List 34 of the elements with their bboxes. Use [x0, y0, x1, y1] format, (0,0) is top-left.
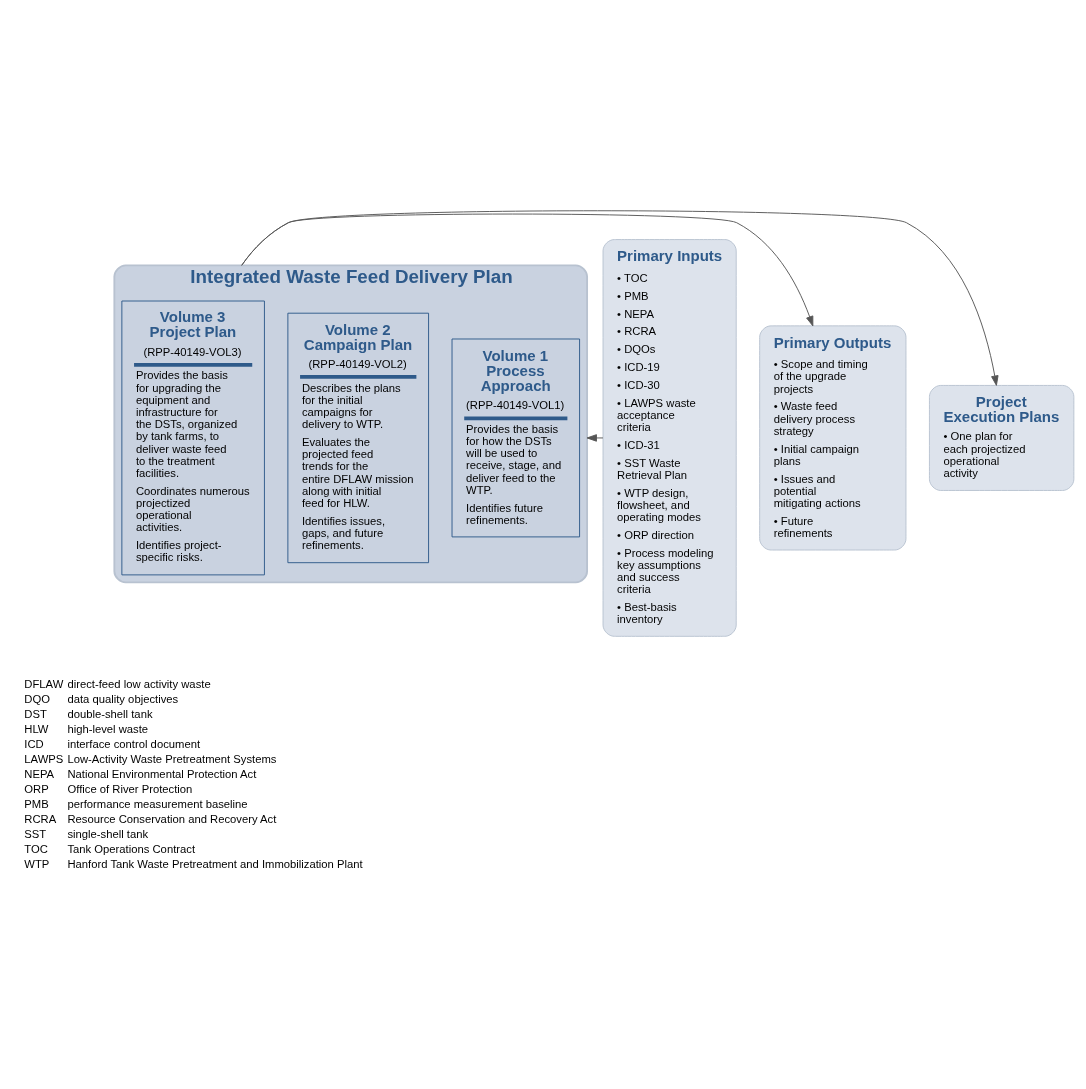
label: ORP [24, 782, 49, 795]
label: TOC [24, 842, 48, 855]
label: RCRA [24, 812, 57, 825]
label: single-shell tank [67, 827, 149, 840]
node-box: Volume 3 Project Plan (RPP-40149-VOL3) Provides the basis for upgrading the equipment and infrastructure for the DSTs, organized by tank farms, to deliver waste feed to the treatment facilities. Coordinates numerous projectized operational activities. Identifies project-specific risks. [121, 300, 265, 575]
node-box: Primary Inputs • TOC • PMB • NEPA • RCRA • DQOs • ICD-19 • ICD-30 • LAWPS waste acceptance criteria • ICD-31 • SST Waste Retrieval Plan • WTP design, flowsheet, and operating modes • ORP direction • Process modeling key assumptions and success criteria • Best-basis inventory [602, 238, 737, 637]
label: SST [24, 827, 47, 840]
label: direct-feed low activity waste [67, 677, 211, 690]
label: Tank Operations Contract [67, 842, 196, 855]
arrow [241, 209, 999, 386]
label: National Environmental Protection Act [67, 767, 257, 780]
node-box: Volume 2 Campaign Plan (RPP-40149-VOL2) Describes the plans for the initial campaigns for delivery to WTP. Evaluates the projected feed trends for the entire DFLAW mission along with initial feed for HLW. Identifies issues, gaps, and future refinements. [287, 312, 430, 563]
label: interface control document [67, 737, 201, 750]
label: Low-Activity Waste Pretreatment Systems [67, 752, 277, 765]
label: DQO [24, 692, 50, 705]
label: performance measurement baseline [67, 797, 248, 810]
label: high-level waste [67, 722, 149, 735]
label: ICD [24, 737, 44, 750]
node-box: Volume 1 Process Approach (RPP-40149-VOL1) Provides the basis for how the DSTs will be used to receive, stage, and deliver feed to the WTP. Identifies future refinements. [451, 338, 581, 537]
label: data quality objectives [67, 692, 179, 705]
label: HLW [24, 722, 49, 735]
arrow [586, 433, 604, 442]
label: Hanford Tank Waste Pretreatment and Immobilization Plant [67, 857, 363, 870]
label: Resource Conservation and Recovery Act [67, 812, 277, 825]
label: PMB [24, 797, 49, 810]
label: DST [24, 707, 47, 720]
label: Office of River Protection [67, 782, 193, 795]
node-box: Primary Outputs • Scope and timing of the upgrade projects • Waste feed delivery process strategy • Initial campaign plans • Issues and potential mitigating actions • Future refinements [759, 324, 907, 550]
label: WTP [24, 857, 50, 870]
label: LAWPS [24, 752, 64, 765]
label: double-shell tank [67, 707, 153, 720]
label: NEPA [24, 767, 55, 780]
label: DFLAW [24, 677, 64, 690]
node-box: Project Execution Plans • One plan for each projectized operational activity [928, 384, 1075, 491]
